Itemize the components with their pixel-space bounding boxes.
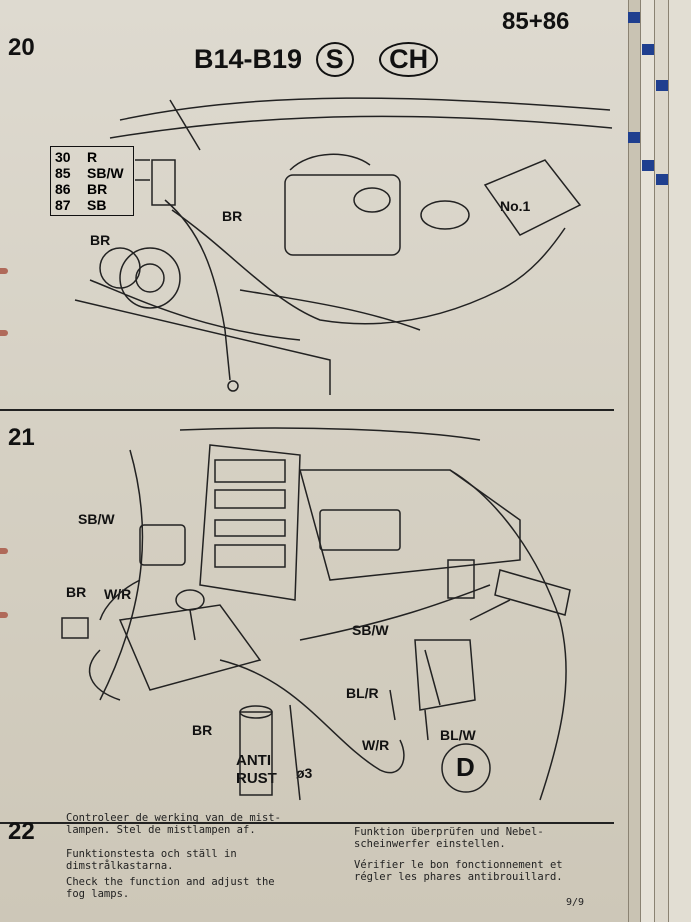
- label-br-left: BR: [90, 232, 111, 248]
- country-badge-ch: CH: [379, 42, 439, 77]
- page-number: 9/9: [566, 897, 585, 908]
- label-blw: BL/W: [440, 727, 476, 743]
- binder-ring: [0, 548, 8, 554]
- binder-ring: [0, 268, 8, 274]
- country-badge-s: S: [315, 42, 354, 77]
- label-br-switch: BR: [66, 584, 87, 600]
- index-tab: [656, 80, 668, 91]
- label-wr-plug: W/R: [362, 737, 390, 753]
- step-20-number: 20: [8, 34, 35, 61]
- page-stack-edge: [668, 0, 691, 922]
- country-badge-d: D: [456, 752, 475, 782]
- label-drill-diameter: ø3: [296, 765, 313, 781]
- model-title: B14-B19 S CH: [194, 42, 439, 77]
- section-divider: [0, 409, 614, 411]
- label-blr: BL/R: [346, 685, 379, 701]
- instruction-german: Funktion überprüfen und Nebel- scheinwer…: [354, 826, 544, 850]
- index-tab: [656, 174, 668, 185]
- step-22-number: 22: [8, 818, 35, 845]
- binder-ring: [0, 612, 8, 618]
- label-sbw-switch: SB/W: [78, 511, 115, 527]
- instruction-french: Vérifier le bon fonctionnement et régler…: [354, 859, 563, 883]
- page-reference: 85+86: [502, 8, 570, 35]
- can-label-anti: ANTI: [236, 752, 271, 769]
- section-divider: [0, 822, 614, 824]
- index-tab: [628, 12, 640, 23]
- instruction-english: Check the function and adjust the fog la…: [66, 876, 275, 900]
- step-21-number: 21: [8, 424, 35, 451]
- binder-ring: [0, 330, 8, 336]
- label-no1: No.1: [500, 198, 531, 214]
- can-label-rust: RUST: [236, 770, 277, 787]
- index-tab: [628, 132, 640, 143]
- label-br-mid: BR: [222, 208, 243, 224]
- instruction-swedish: Funktionstesta och ställ in dimstrålkast…: [66, 848, 237, 872]
- label-br-bottom: BR: [192, 722, 213, 738]
- index-tab: [642, 160, 654, 171]
- instruction-dutch: Controleer de werking van de mist- lampe…: [66, 812, 281, 836]
- model-range: B14-B19: [194, 44, 303, 74]
- engine-bay-illustration: [74, 97, 613, 395]
- dashboard-illustration: [61, 427, 571, 801]
- line-art-illustrations: [61, 97, 613, 801]
- index-tab: [642, 44, 654, 55]
